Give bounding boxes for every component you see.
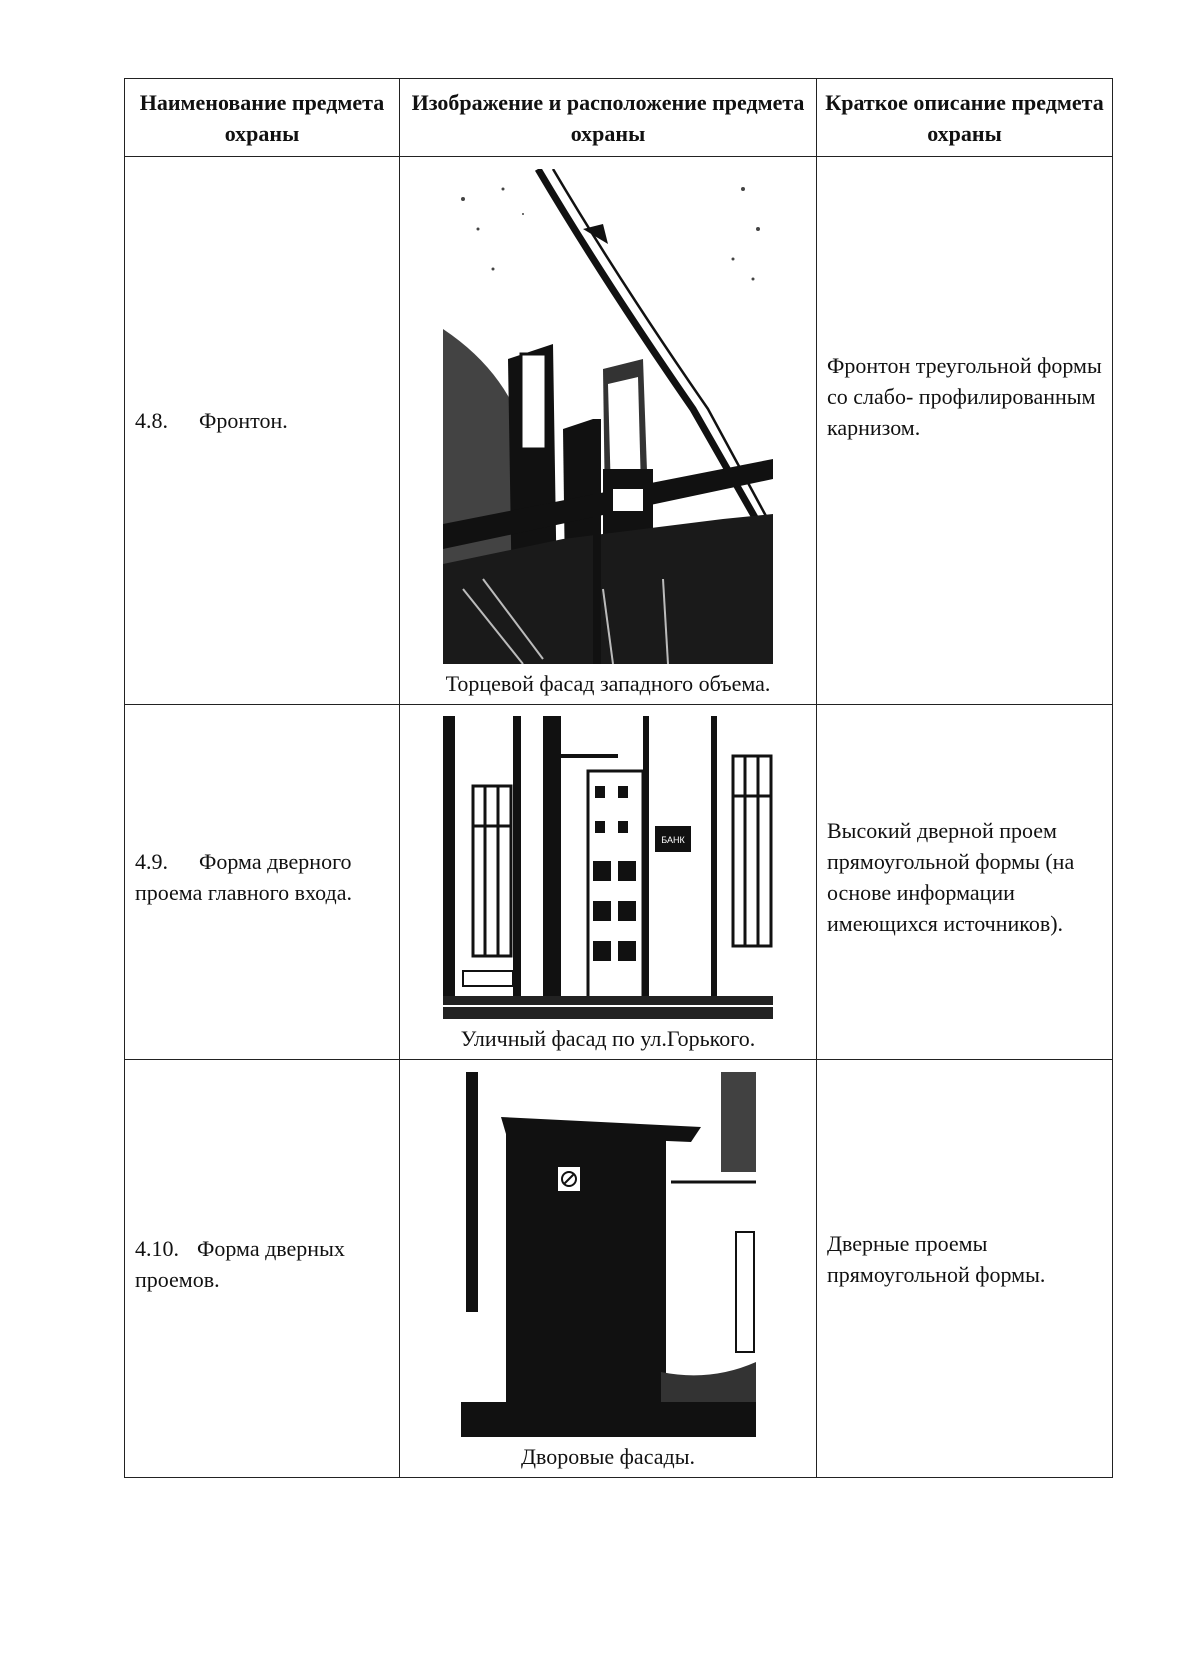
row-description-cell: Высокий дверной проем прямоугольной форм… <box>816 704 1113 1060</box>
header-description: Краткое описание предмета охраны <box>816 78 1113 157</box>
row-image-cell: БАНК Уличный фасад по ул.Горького. <box>399 704 817 1060</box>
row-number: 4.10. <box>135 1235 179 1261</box>
protection-subjects-table: Наименование предмета охраны Изображение… <box>124 78 1113 1478</box>
row-caption: Уличный фасад по ул.Горького. <box>460 1026 756 1051</box>
row-number: 4.8. <box>135 408 168 433</box>
table-row: 4.10.Форма дверных проемов. <box>124 1059 1113 1478</box>
row-image-cell: Дворовые фасады. <box>399 1059 817 1478</box>
bank-sign-text: БАНК <box>661 835 685 845</box>
row-image-cell: Торцевой фасад западного объема. <box>399 156 817 705</box>
pediment-photo <box>443 169 773 664</box>
header-image-location: Изображение и расположение предмета охра… <box>399 78 817 157</box>
row-description: Высокий дверной проем прямоугольной форм… <box>827 818 1075 936</box>
header-name: Наименование предмета охраны <box>124 78 400 157</box>
table-row: 4.9.Форма дверного проема главного входа… <box>124 704 1113 1060</box>
row-name: Фронтон. <box>199 408 288 433</box>
row-caption: Торцевой фасад западного объема. <box>445 671 771 696</box>
row-name-cell: 4.9.Форма дверного проема главного входа… <box>124 704 400 1060</box>
row-description: Дверные проемы прямоугольной формы. <box>827 1230 1046 1287</box>
row-description-cell: Фронтон треугольной формы со слабо- проф… <box>816 156 1113 705</box>
main-entrance-photo: БАНК <box>443 716 773 1019</box>
row-number: 4.9. <box>135 849 168 874</box>
row-description: Фронтон треугольной формы со слабо- проф… <box>827 353 1102 440</box>
courtyard-door-photo <box>460 1072 756 1437</box>
table-header-row: Наименование предмета охраны Изображение… <box>124 78 1113 157</box>
table-row: 4.8. Фронтон. <box>124 156 1113 705</box>
row-name: Форма дверного проема главного входа. <box>135 849 353 905</box>
row-name-cell: 4.10.Форма дверных проемов. <box>124 1059 400 1478</box>
row-description-cell: Дверные проемы прямоугольной формы. <box>816 1059 1113 1478</box>
row-name-cell: 4.8. Фронтон. <box>124 156 400 705</box>
row-caption: Дворовые фасады. <box>521 1444 695 1469</box>
row-name: Форма дверных проемов. <box>135 1235 345 1292</box>
protection-table-container: Наименование предмета охраны Изображение… <box>124 78 1113 1478</box>
